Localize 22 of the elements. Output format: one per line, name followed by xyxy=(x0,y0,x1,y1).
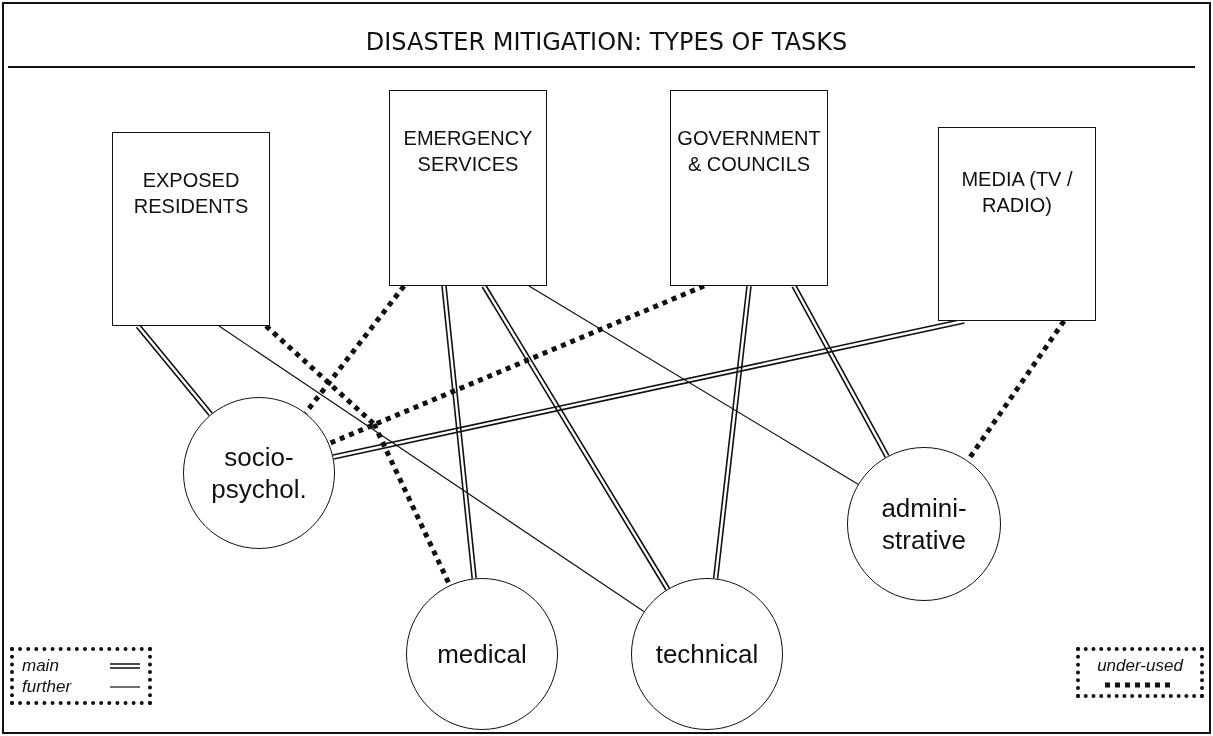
double-line xyxy=(441,285,477,580)
actor-box xyxy=(938,127,1096,321)
double-line xyxy=(481,284,671,591)
circle-label: medical xyxy=(436,638,528,670)
circle-label: technical xyxy=(654,638,760,670)
box-label: EMERGENCY SERVICES xyxy=(402,126,534,177)
legend-label: main xyxy=(22,655,59,676)
connector-line xyxy=(528,285,859,485)
box-label: MEDIA (TV / RADIO) xyxy=(960,167,1074,218)
actor-box xyxy=(112,132,270,326)
double-line xyxy=(712,284,752,580)
double-line xyxy=(791,284,890,459)
legend-label: under-used xyxy=(1097,655,1183,676)
circle-label: admini- strative xyxy=(880,492,968,556)
actor-box xyxy=(670,90,828,286)
box-label: EXPOSED RESIDENTS xyxy=(132,168,250,219)
legend-label: further xyxy=(22,676,72,697)
connector-line xyxy=(218,325,645,613)
circle-label: socio- psychol. xyxy=(210,441,308,505)
actor-box xyxy=(389,90,547,286)
box-label: GOVERNMENT & COUNCILS xyxy=(676,126,822,177)
diagram-title: DISASTER MITIGATION: TYPES OF TASKS xyxy=(364,28,849,56)
